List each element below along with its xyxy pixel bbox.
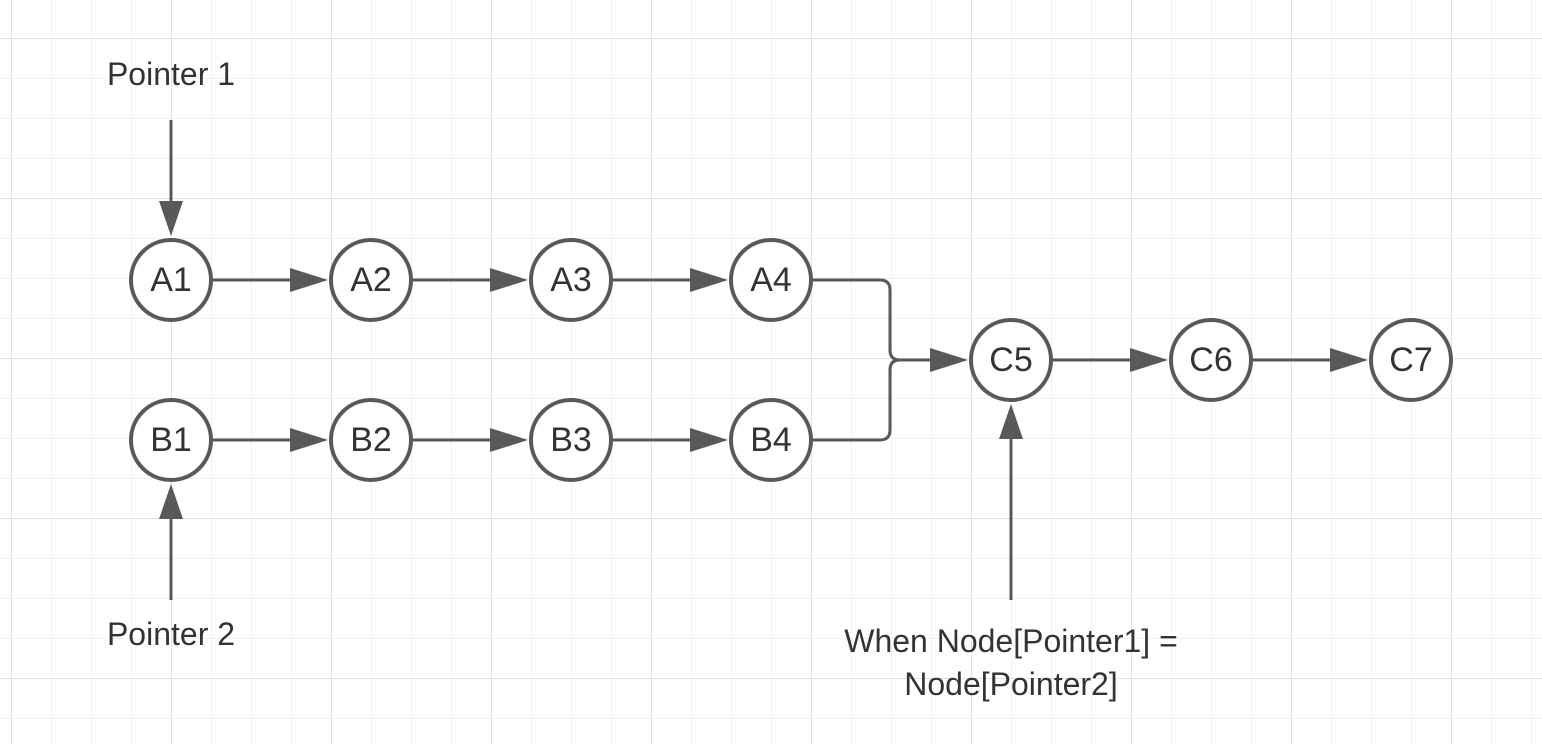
node-b1[interactable]: B1 (129, 398, 213, 482)
node-c5-label: C5 (989, 341, 1032, 379)
edge-a2-a3-head (490, 268, 528, 292)
edge-b3-b4-head (690, 428, 728, 452)
node-b3[interactable]: B3 (529, 398, 613, 482)
condition-label-line2[interactable]: Node[Pointer2] (904, 666, 1117, 702)
node-b2-label: B2 (350, 421, 392, 459)
node-c5[interactable]: C5 (969, 318, 1053, 402)
edge-a4-c5[interactable] (813, 278, 935, 362)
node-c7[interactable]: C7 (1369, 318, 1453, 402)
node-a4[interactable]: A4 (729, 238, 813, 322)
edge-a1-a2-head (290, 268, 328, 292)
edge-b2-b3-head (490, 428, 528, 452)
node-c6-label: C6 (1189, 341, 1232, 379)
node-a1[interactable]: A1 (129, 238, 213, 322)
edge-b1-b2-head (290, 428, 328, 452)
pointer2-arrow-head (159, 484, 183, 519)
connectors (159, 120, 1368, 600)
node-c7-label: C7 (1389, 341, 1432, 379)
node-a4-label: A4 (750, 261, 792, 299)
edge-c5-c6-head (1130, 348, 1168, 372)
pointer1-label[interactable]: Pointer 1 (107, 56, 235, 92)
node-a1-label: A1 (150, 261, 192, 299)
edge-c6-c7-head (1330, 348, 1368, 372)
node-a3-label: A3 (550, 261, 592, 299)
node-a2[interactable]: A2 (329, 238, 413, 322)
node-b2[interactable]: B2 (329, 398, 413, 482)
condition-arrow-head (999, 404, 1023, 439)
condition-label-line1[interactable]: When Node[Pointer1] = (844, 623, 1178, 659)
node-a2-label: A2 (350, 261, 392, 299)
pointer2-label[interactable]: Pointer 2 (107, 616, 235, 652)
node-b4-label: B4 (750, 421, 792, 459)
node-b1-label: B1 (150, 421, 192, 459)
node-c6[interactable]: C6 (1169, 318, 1253, 402)
edge-merge-c5-head (930, 348, 968, 372)
node-a3[interactable]: A3 (529, 238, 613, 322)
edge-a3-a4-head (690, 268, 728, 292)
node-b4[interactable]: B4 (729, 398, 813, 482)
pointer1-arrow-head (159, 201, 183, 236)
node-b3-label: B3 (550, 421, 592, 459)
edge-b4-c5[interactable] (813, 358, 935, 442)
